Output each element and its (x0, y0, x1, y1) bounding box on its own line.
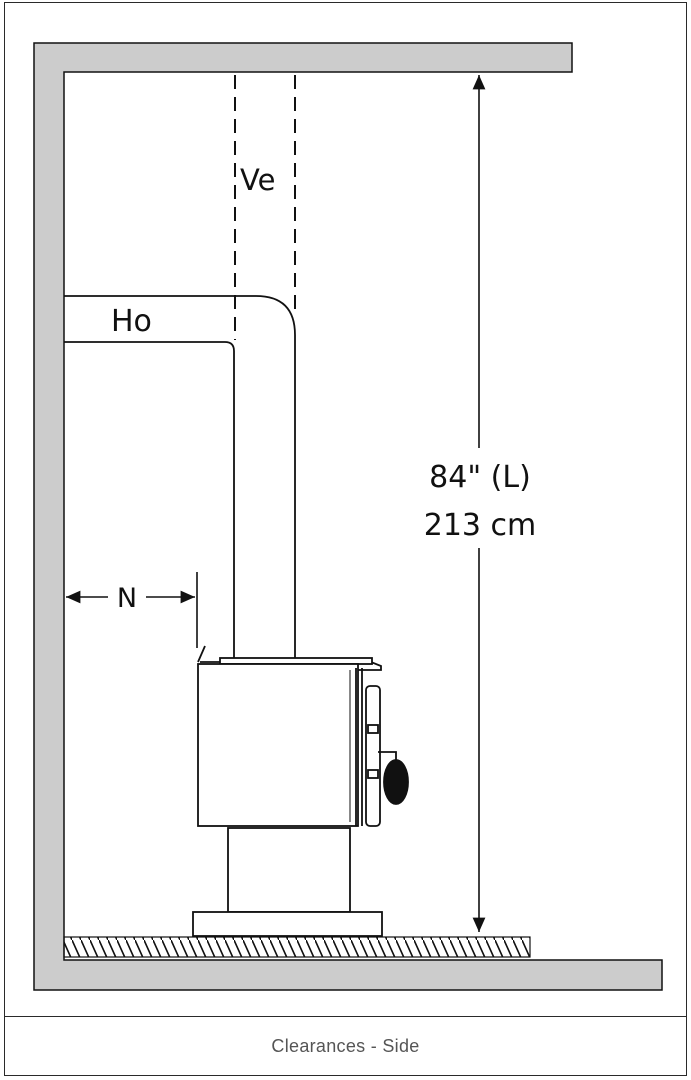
stove-body-inner-edge (355, 668, 363, 826)
stovepipe-inner (64, 341, 235, 658)
figure-caption: Clearances - Side (271, 1035, 420, 1056)
stove-door-panel (365, 685, 381, 827)
floor-protection-hatch (63, 936, 531, 958)
stove-hinge-bottom (367, 769, 379, 779)
height-cm-label: 213 cm (424, 508, 537, 543)
stove-base (192, 911, 383, 937)
vertical-clearance-label: Ve (240, 163, 275, 197)
horizontal-clearance-label: Ho (111, 304, 152, 339)
stove-handle-knob (383, 759, 409, 805)
stovepipe-outer (64, 295, 296, 658)
stove-pedestal (227, 827, 351, 913)
stove-body (197, 663, 359, 827)
height-inches-label: 84" (L) (429, 460, 531, 495)
caption-divider (4, 1016, 687, 1017)
side-clearance-label: N (117, 583, 137, 614)
wood-stove (192, 645, 409, 937)
room-wall (33, 42, 663, 991)
stove-hinge-top (367, 724, 379, 734)
stove-top-surface (219, 657, 373, 665)
